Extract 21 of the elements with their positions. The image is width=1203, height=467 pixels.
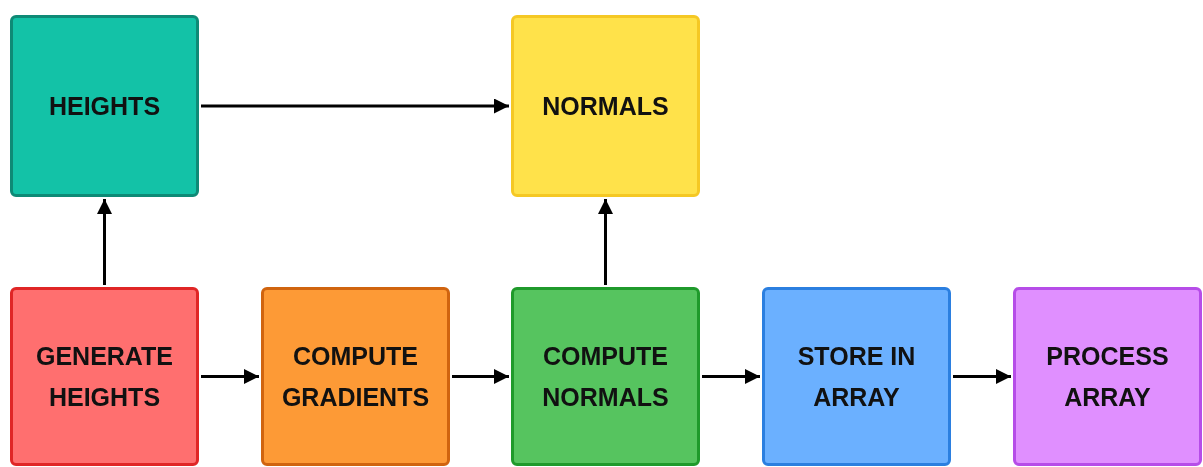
box-label: HEIGHTS: [48, 90, 161, 122]
process-box: [261, 287, 450, 466]
box-label: PROCESS ARRAY: [1045, 340, 1170, 413]
arrow: [201, 98, 509, 114]
process-box: [762, 287, 951, 466]
process-box: [10, 15, 199, 197]
box-label: COMPUTE NORMALS: [541, 340, 670, 413]
box-label: STORE IN ARRAY: [796, 340, 917, 413]
arrow: [452, 369, 509, 384]
arrow: [953, 369, 1011, 384]
arrow: [201, 369, 259, 384]
box-label: NORMALS: [542, 90, 669, 122]
arrow: [598, 199, 613, 285]
arrow: [97, 199, 112, 285]
process-box: [1013, 287, 1202, 466]
process-box: [10, 287, 199, 466]
box-label: COMPUTE GRADIENTS: [280, 340, 431, 413]
process-box: [511, 15, 700, 197]
box-label: GENERATE HEIGHTS: [34, 340, 175, 413]
process-box: [511, 287, 700, 466]
arrow: [702, 369, 760, 384]
